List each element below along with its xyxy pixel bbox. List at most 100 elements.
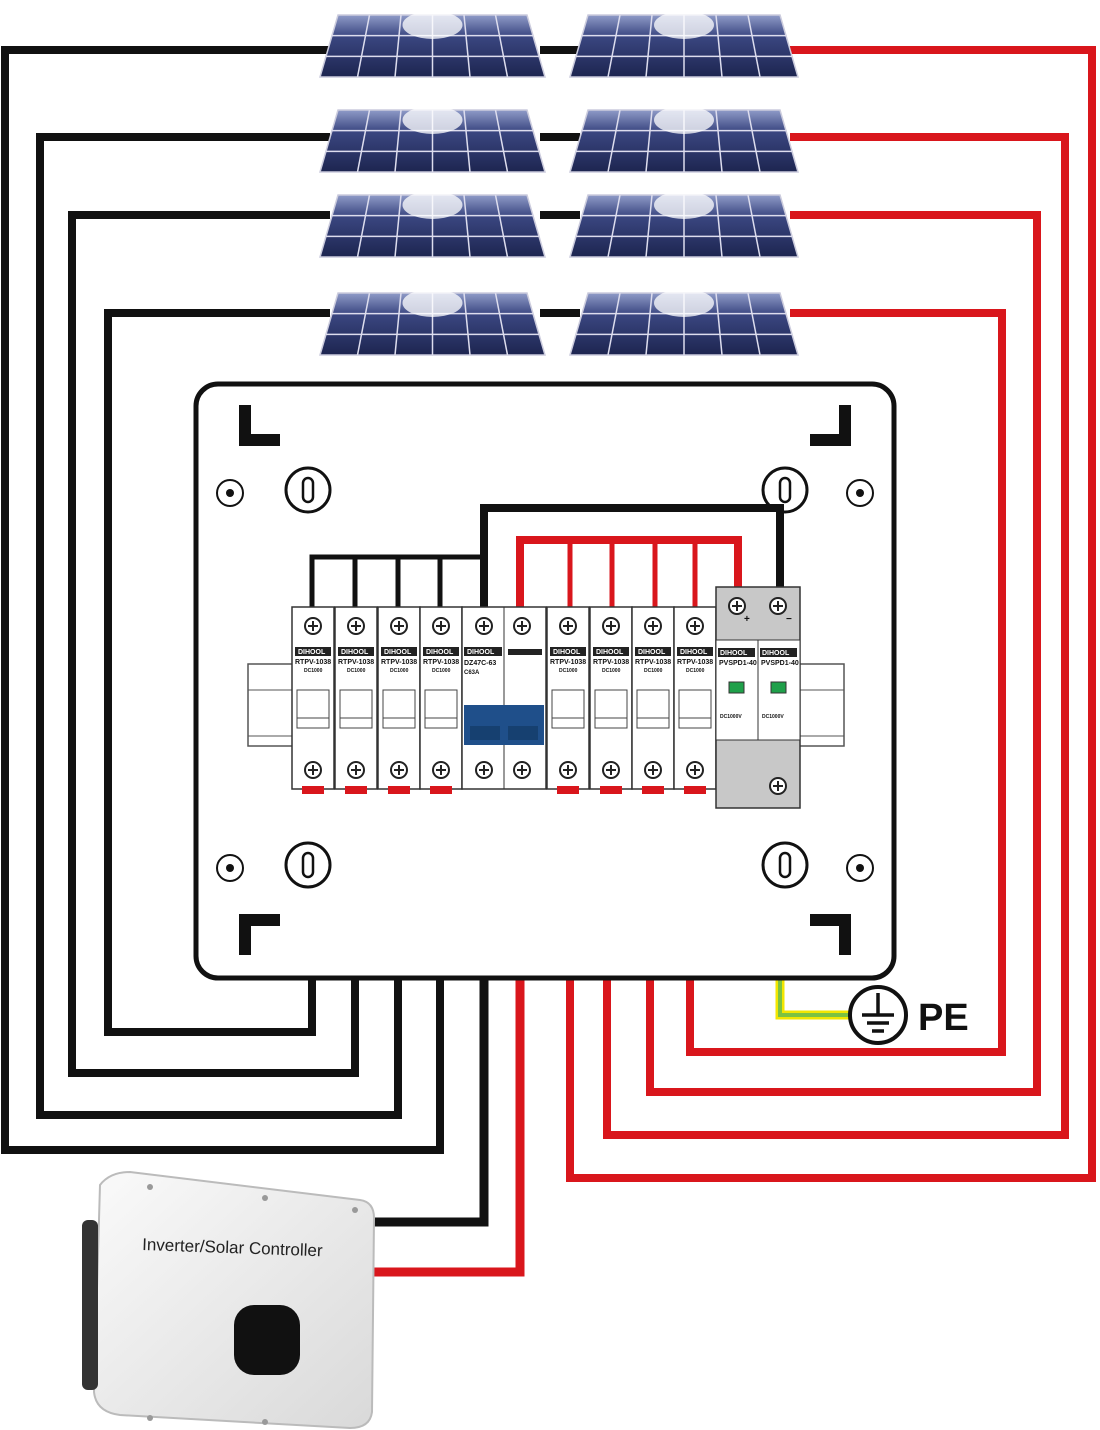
breaker-brand: DIHOOL [596, 649, 624, 656]
panel-grid [645, 292, 653, 356]
panel-grid [494, 109, 509, 173]
enclosure-mounting-marks [216, 405, 874, 955]
breaker-handle [339, 689, 373, 729]
solar-panel [319, 191, 546, 258]
spd-status-window [728, 681, 745, 694]
breaker-model: DZ47C-63 [464, 660, 496, 667]
positive-main-bus [516, 536, 742, 607]
panel-grid [356, 109, 371, 173]
panel-grid [747, 14, 761, 78]
spd-brand: DIHOOL [720, 650, 748, 657]
slot [301, 476, 315, 504]
panel-grid [394, 292, 402, 356]
breaker-rating: DC1000 [390, 668, 409, 674]
breaker-model: RTPV-1038 [423, 659, 459, 666]
spd-model: PVSPD1-40 [719, 660, 757, 667]
panel-grid [645, 14, 653, 78]
negative-string-wire [36, 133, 402, 1119]
panel-grid [715, 292, 723, 356]
brand-plate [423, 647, 459, 656]
indicator-bar [508, 649, 542, 655]
breaker-handle [594, 689, 628, 729]
breaker-model: RTPV-1038 [381, 659, 417, 666]
cable-terminal [345, 786, 367, 794]
solar-panel [569, 106, 799, 173]
panel-grid [394, 14, 402, 78]
mount-hole-center [856, 864, 864, 872]
solar-panel [319, 11, 546, 78]
panel-glare [402, 106, 463, 134]
panel-grid [463, 109, 471, 173]
breaker-handle [424, 689, 458, 729]
panel-glare [402, 191, 463, 219]
breaker-brand: DIHOOL [553, 649, 581, 656]
panel-grid [607, 194, 621, 258]
cable-terminal [600, 786, 622, 794]
brand-plate [760, 648, 797, 657]
inverter: Inverter/Solar Controller [82, 1170, 376, 1430]
breaker-brand: DIHOOL [638, 649, 666, 656]
cable-terminal [642, 786, 664, 794]
panel-grid [463, 194, 471, 258]
panel-grid [715, 194, 723, 258]
corner-mark [810, 405, 851, 446]
breaker-model: RTPV-1038 [295, 659, 331, 666]
spd-status-window [770, 681, 787, 694]
slot-hole [761, 466, 809, 514]
panel-glare [402, 11, 463, 39]
brand-plate [295, 647, 331, 656]
positive-string-wire [566, 46, 1096, 1182]
slot-hole [761, 841, 809, 889]
breaker-rating: DC1000 [686, 668, 705, 674]
panel-grid [645, 109, 653, 173]
corner-mark [810, 914, 851, 955]
negative-main-bus [480, 504, 784, 607]
panel-grid [356, 194, 371, 258]
slot [778, 476, 792, 504]
spd-minus-label: − [786, 614, 792, 625]
breaker-model: RTPV-1038 [338, 659, 374, 666]
solar-panel [319, 289, 546, 356]
panel-grid [607, 14, 621, 78]
busbars [309, 504, 784, 607]
inverter-display [234, 1305, 300, 1375]
brand-plate [338, 647, 374, 656]
solar-panel [569, 289, 799, 356]
breaker-model: RTPV-1038 [593, 659, 629, 666]
handle-cap [508, 726, 538, 740]
brand-plate [677, 647, 713, 656]
breaker-brand: DIHOOL [680, 649, 708, 656]
cable-terminal [684, 786, 706, 794]
panel-grid [494, 292, 509, 356]
panel-grid [463, 292, 471, 356]
solar-panel [569, 11, 799, 78]
panel-grid [463, 14, 471, 78]
pe-earth: PE [848, 985, 969, 1045]
breaker-brand: DIHOOL [426, 649, 454, 656]
panel-grid [494, 14, 509, 78]
solar-panel [569, 191, 799, 258]
cable-terminal [302, 786, 324, 794]
brand-plate [464, 647, 502, 656]
spd-model: PVSPD1-40 [761, 660, 799, 667]
panel-grid [747, 194, 761, 258]
panel-glare [402, 289, 463, 317]
breaker-rating: DC1000 [602, 668, 621, 674]
panel-grid [356, 292, 371, 356]
panel-glare [654, 191, 714, 219]
breaker-rating: DC1000 [559, 668, 578, 674]
slot-hole [284, 841, 332, 889]
brand-plate [635, 647, 671, 656]
breaker-brand: DIHOOL [467, 649, 495, 656]
breaker-rating: DC1000 [347, 668, 366, 674]
handle-cap [470, 726, 500, 740]
panel-grid [645, 194, 653, 258]
brand-plate [593, 647, 629, 656]
positive-string-wire [603, 133, 1069, 1139]
panel-glare [654, 289, 714, 317]
mount-hole-center [226, 489, 234, 497]
